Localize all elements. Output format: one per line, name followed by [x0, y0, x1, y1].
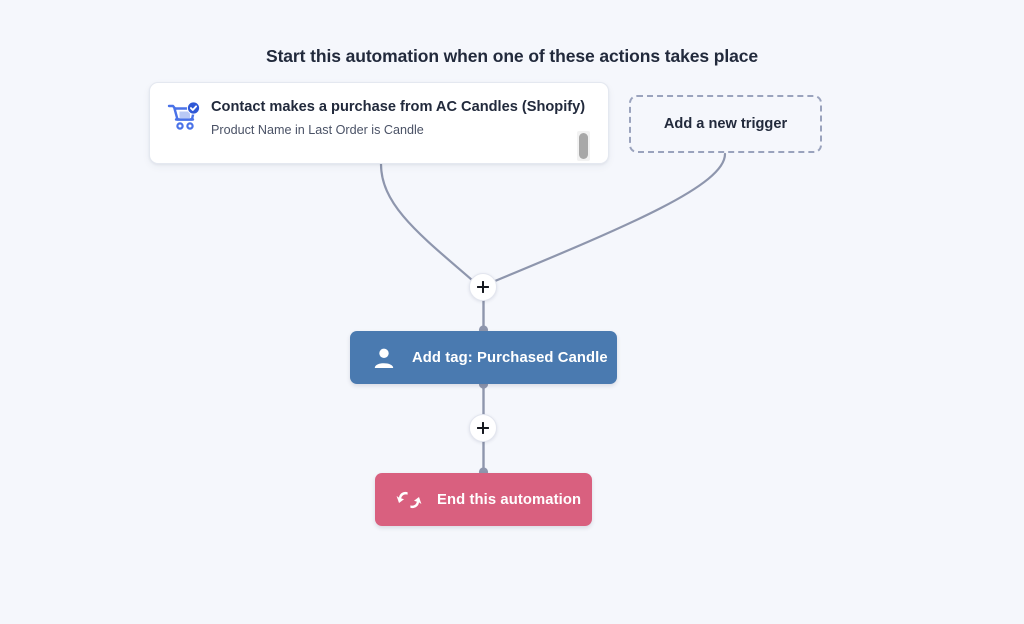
node-add-tag[interactable]: Add tag: Purchased Candle: [350, 331, 617, 384]
trigger-card-scrollbar[interactable]: [577, 131, 590, 161]
trigger-card-content: Contact makes a purchase from AC Candles…: [166, 97, 598, 139]
page-title: Start this automation when one of these …: [266, 46, 758, 66]
add-step-button-1[interactable]: [469, 273, 497, 301]
connector-trigger-to-step: [379, 162, 474, 282]
trigger-condition: Product Name in Last Order is Candle: [211, 123, 424, 137]
trigger-card[interactable]: Contact makes a purchase from AC Candles…: [149, 82, 609, 164]
end-arrows-icon: [396, 488, 422, 512]
trigger-title: Contact makes a purchase from AC Candles…: [211, 99, 586, 115]
connector-addtrigger-to-step: [493, 152, 727, 283]
add-new-trigger-label: Add a new trigger: [663, 116, 788, 132]
add-new-trigger-button[interactable]: Add a new trigger: [629, 95, 822, 153]
person-icon: [372, 346, 396, 370]
node-add-tag-label: Add tag: Purchased Candle: [412, 349, 608, 366]
scrollbar-thumb[interactable]: [579, 133, 588, 159]
shopping-cart-check-icon: [166, 100, 202, 136]
node-end-automation-label: End this automation: [437, 491, 582, 508]
add-step-button-2[interactable]: [469, 414, 497, 442]
trigger-text-group: Contact makes a purchase from AC Candles…: [211, 97, 585, 139]
node-end-automation[interactable]: End this automation: [375, 473, 592, 526]
